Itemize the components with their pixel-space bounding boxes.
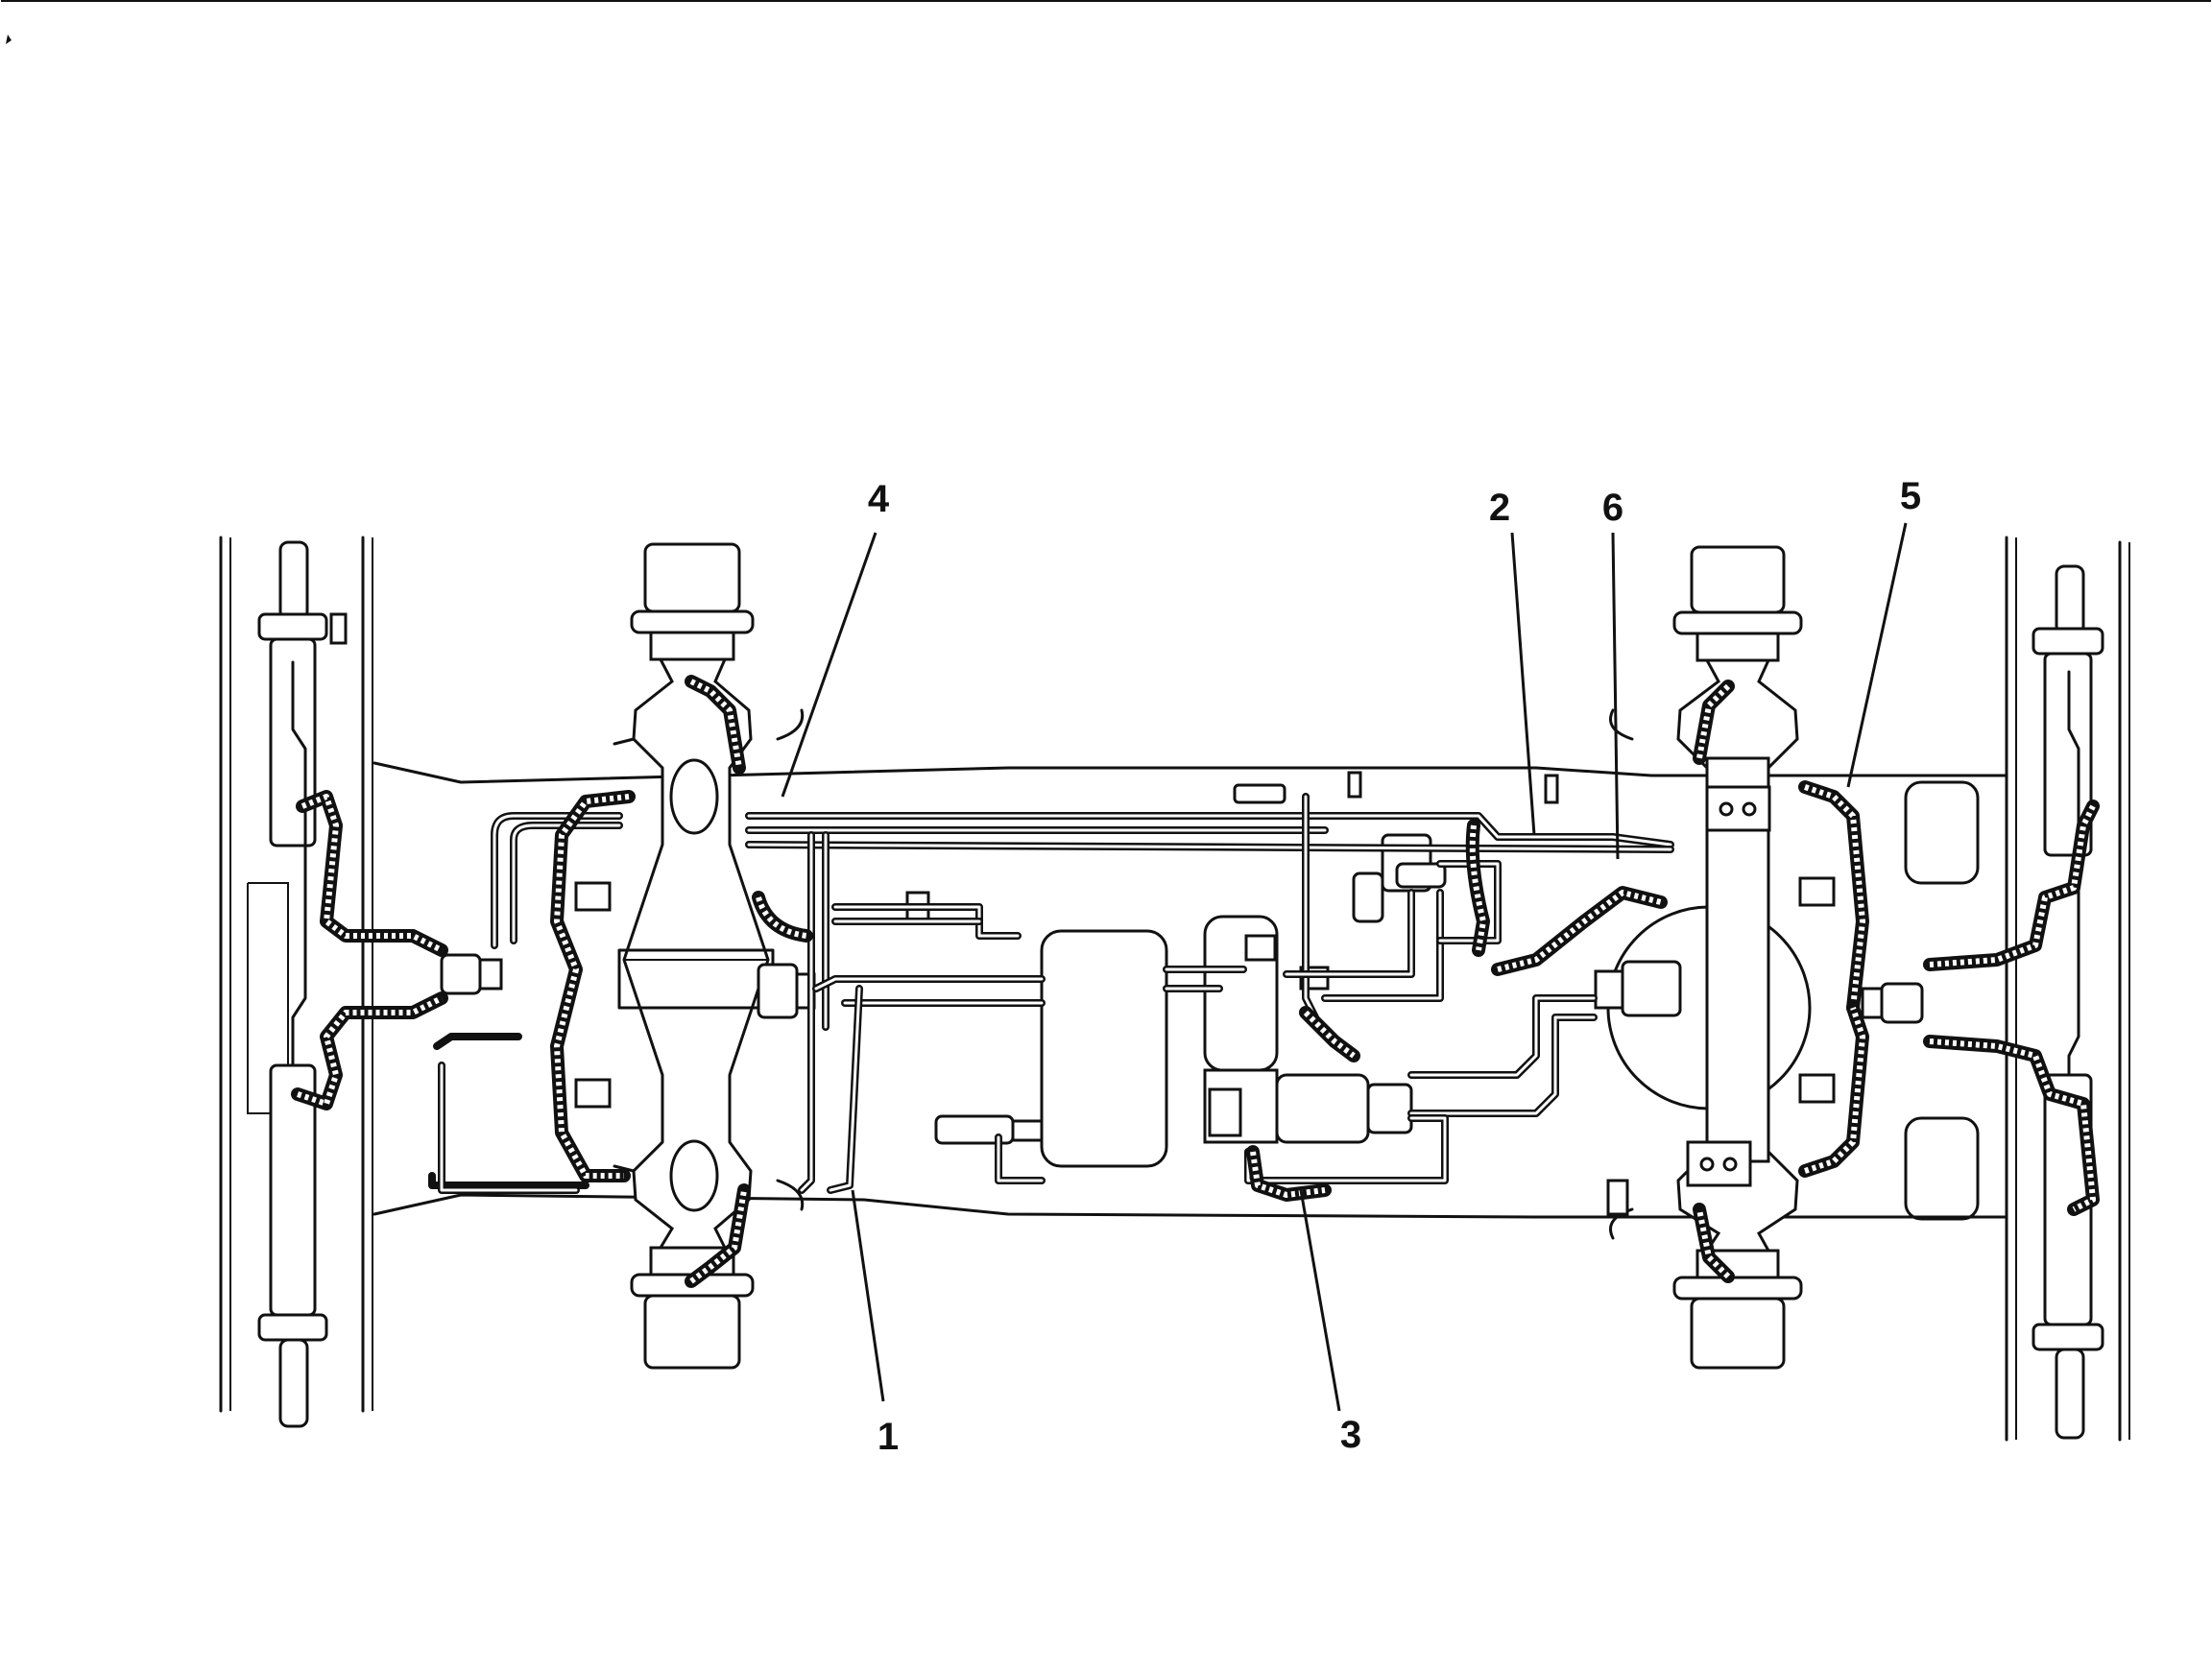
brake-lines (428, 793, 1674, 1194)
callout-4: 4 (868, 478, 890, 520)
front-axle (613, 542, 816, 1370)
callout-5: 5 (1900, 475, 1921, 517)
callout-2: 2 (1489, 487, 1510, 529)
tee-fittings (440, 876, 1924, 1109)
brake-valve-assembly (934, 915, 1413, 1168)
leader-6 (1611, 532, 1620, 860)
brake-hoses (291, 675, 2100, 1288)
leader-5 (1846, 522, 1908, 788)
leader-2 (1510, 532, 1536, 836)
callout-6: 6 (1602, 487, 1623, 529)
scan-border (1, 0, 2211, 44)
leader-4 (781, 532, 878, 798)
rear-axle (1594, 545, 1812, 1370)
callout-3: 3 (1340, 1414, 1361, 1456)
callout-leaders (781, 522, 1908, 1412)
leader-3 (1299, 1189, 1341, 1412)
callout-labels: 1 2 3 4 5 6 (868, 475, 1921, 1458)
callout-1: 1 (878, 1416, 899, 1458)
leader-1 (851, 1189, 885, 1402)
right-steering-cylinder (2032, 564, 2104, 1440)
left-steering-cylinder (257, 540, 348, 1428)
